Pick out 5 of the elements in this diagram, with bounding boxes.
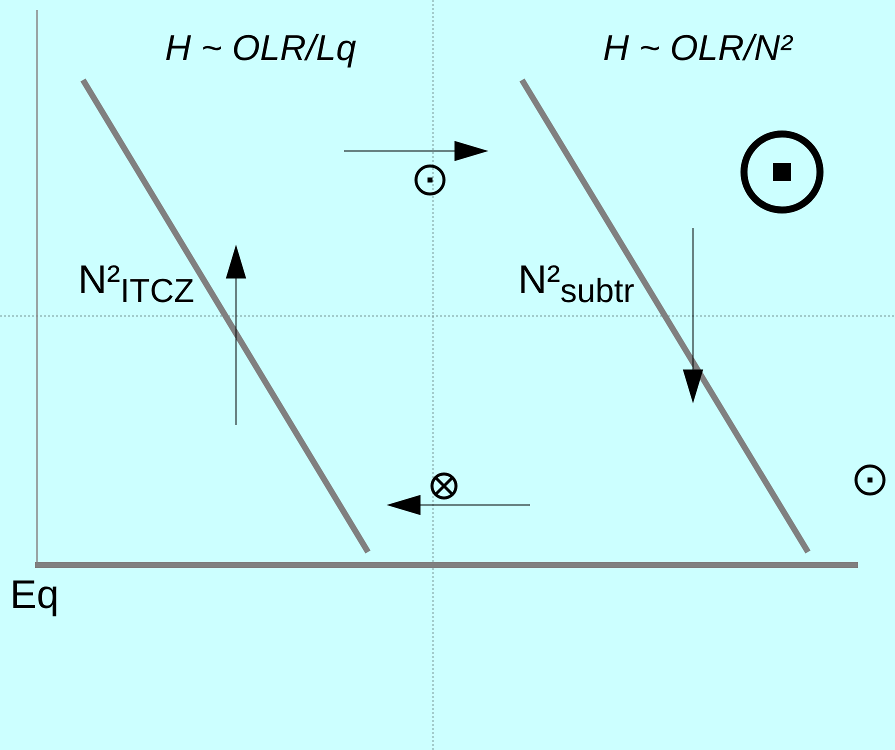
stability-label: N²$_{subtr}$ bbox=[518, 260, 634, 308]
stability-label: N²$_{ITCZ}$ bbox=[78, 260, 194, 308]
formula-label: H ~ OLR/N² bbox=[603, 30, 792, 66]
equator-label: Eq bbox=[10, 575, 59, 615]
formula-label: H ~ OLR/Lq bbox=[165, 30, 356, 66]
